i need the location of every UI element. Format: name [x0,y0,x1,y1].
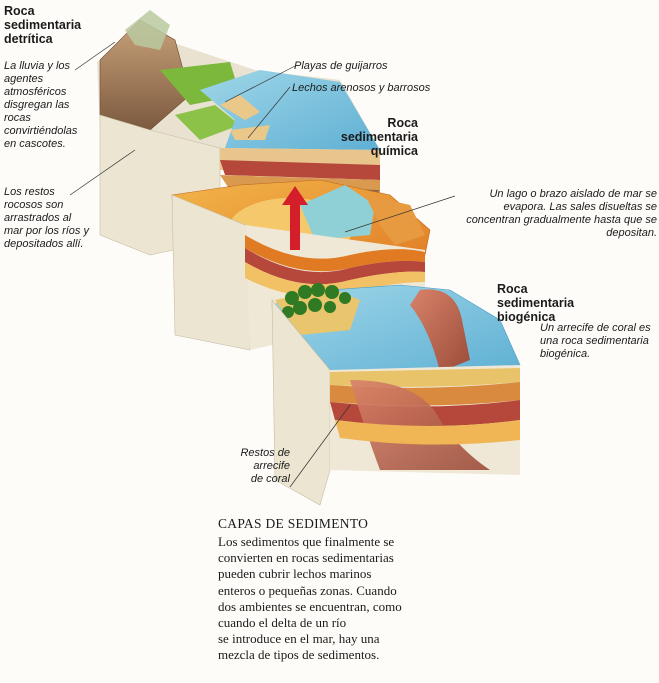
quimica-title: Roca sedimentaria química [340,116,418,158]
detritica-description-1: La lluvia y los agentes atmosféricos dis… [4,60,78,150]
quimica-description: Un lago o brazo aislado de mar se evapor… [466,188,657,239]
restos-arrecife-label: Restos de arrecife de coral [240,447,290,485]
sediment-section-title: CAPAS DE SEDIMENTO [218,516,369,531]
sediment-section-body: Los sedimentos que finalmente se convier… [218,534,402,663]
biogenica-title: Roca sedimentaria biogénica [497,282,575,324]
detritica-description-2: Los restos rocosos son arrastrados al ma… [4,186,89,250]
label-playas: Playas de guijarros [294,60,388,72]
block-biogenica [271,283,521,506]
block-quimica [171,179,431,351]
label-lechos: Lechos arenosos y barrosos [292,82,431,94]
biogenica-description: Un arrecife de coral es una roca sedimen… [540,322,651,360]
detritica-title: Roca sedimentaria detrítica [4,4,82,46]
leader-lines [69,41,456,488]
